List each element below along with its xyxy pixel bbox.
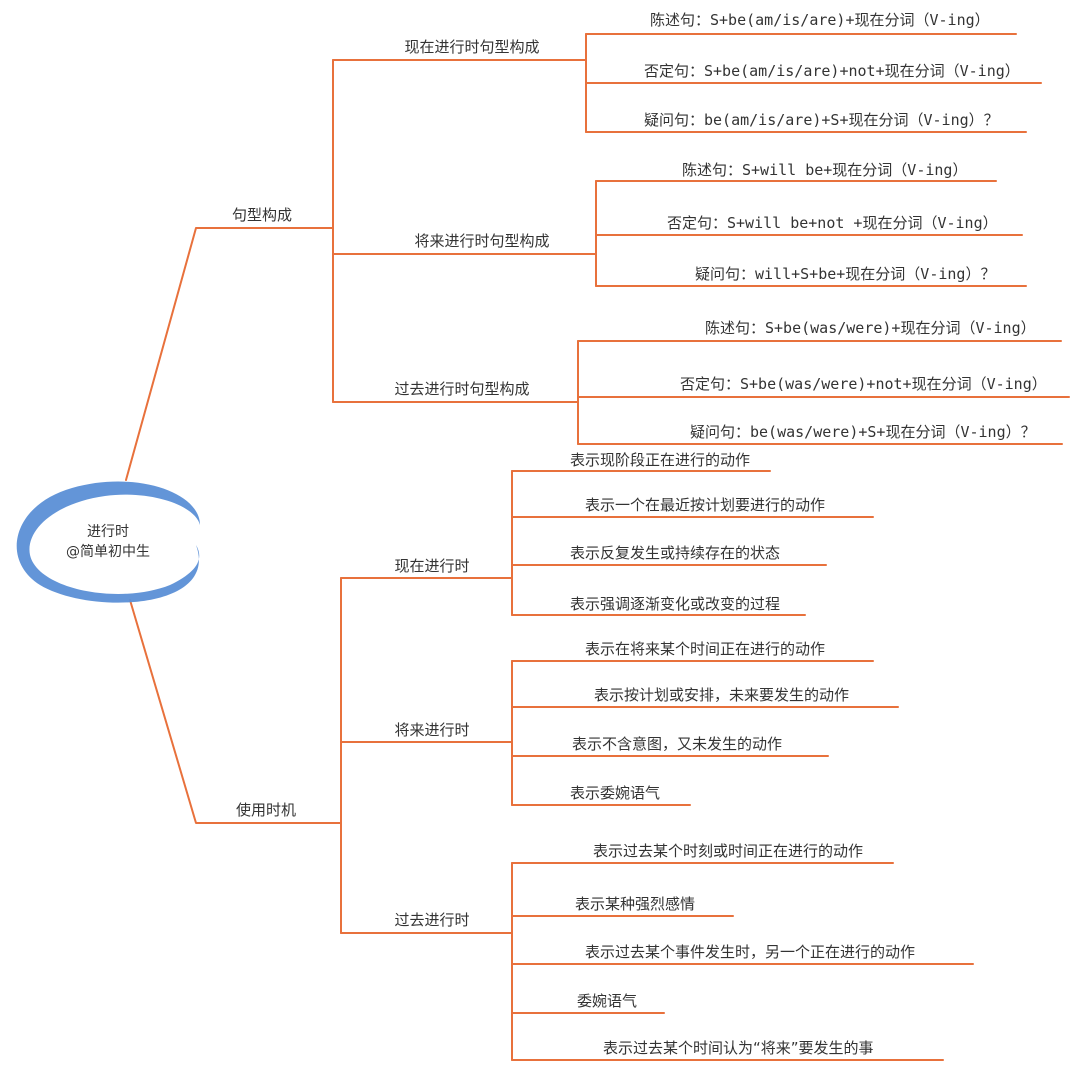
branch-usage[interactable]: 使用时机 [236, 801, 296, 819]
leaf[interactable]: 陈述句：S+will be+现在分词（V-ing） [682, 161, 967, 179]
leaf[interactable]: 表示反复发生或持续存在的状态 [570, 544, 780, 562]
leaf[interactable]: 表示委婉语气 [570, 784, 660, 802]
branch-sentence-patterns[interactable]: 句型构成 [232, 206, 292, 224]
root-node[interactable]: 进行时 @简单初中生 [16, 481, 200, 603]
leaf[interactable]: 表示强调逐渐变化或改变的过程 [570, 595, 780, 613]
leaf[interactable]: 疑问句：be(was/were)+S+现在分词（V-ing）？ [690, 423, 1036, 441]
root-title: 进行时 [87, 524, 129, 540]
leaf[interactable]: 表示某种强烈感情 [575, 895, 695, 913]
leaf[interactable]: 表示过去某个时刻或时间正在进行的动作 [593, 842, 863, 860]
leaf[interactable]: 表示现阶段正在进行的动作 [570, 451, 750, 469]
node-past-patterns[interactable]: 过去进行时句型构成 [394, 380, 529, 398]
leaf[interactable]: 陈述句：S+be(am/is/are)+现在分词（V-ing） [650, 11, 990, 29]
leaf[interactable]: 疑问句：will+S+be+现在分词（V-ing）？ [695, 265, 995, 283]
leaf[interactable]: 表示过去某个时间认为“将来”要发生的事 [603, 1039, 874, 1057]
leaf[interactable]: 否定句：S+will be+not +现在分词（V-ing） [667, 214, 998, 232]
leaf[interactable]: 否定句：S+be(am/is/are)+not+现在分词（V-ing） [644, 62, 1020, 80]
connector-line [129, 599, 342, 824]
node-future-patterns[interactable]: 将来进行时句型构成 [414, 232, 549, 250]
node-future-usage[interactable]: 将来进行时 [394, 721, 469, 739]
leaf[interactable]: 陈述句：S+be(was/were)+现在分词（V-ing） [705, 319, 1036, 337]
node-present-patterns[interactable]: 现在进行时句型构成 [404, 38, 539, 56]
root-ring [16, 481, 200, 603]
node-past-usage[interactable]: 过去进行时 [394, 911, 469, 929]
leaf[interactable]: 表示在将来某个时间正在进行的动作 [585, 640, 825, 658]
leaf[interactable]: 疑问句：be(am/is/are)+S+现在分词（V-ing）？ [644, 111, 999, 129]
leaf[interactable]: 表示过去某个事件发生时，另一个正在进行的动作 [585, 943, 915, 961]
connector-line [125, 227, 334, 481]
leaf[interactable]: 表示不含意图，又未发生的动作 [572, 735, 782, 753]
root-subtitle: @简单初中生 [66, 543, 150, 560]
node-present-usage[interactable]: 现在进行时 [394, 557, 469, 575]
leaf[interactable]: 否定句：S+be(was/were)+not+现在分词（V-ing） [680, 375, 1047, 393]
leaf[interactable]: 表示一个在最近按计划要进行的动作 [585, 496, 825, 514]
connector-lines [125, 33, 1070, 1061]
leaf[interactable]: 表示按计划或安排，未来要发生的动作 [594, 686, 849, 704]
leaf[interactable]: 委婉语气 [577, 992, 637, 1010]
